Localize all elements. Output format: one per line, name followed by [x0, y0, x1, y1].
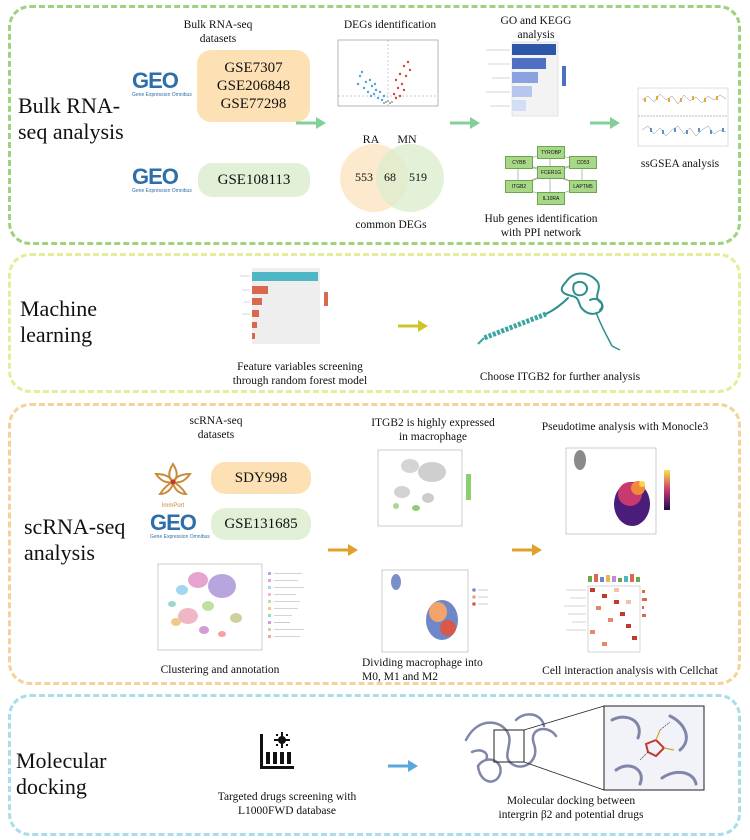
gene-itgb2: ITGB2: [505, 180, 533, 193]
gene-il10ra: IL10RA: [537, 192, 565, 205]
volcano-plot: [337, 39, 439, 107]
docking-label: Molecular docking between intergrin β2 a…: [498, 795, 644, 821]
bulk-datasets-pill: GSE7307 GSE206848 GSE77298: [197, 50, 310, 122]
immport-logo: [154, 462, 192, 496]
dataset-gse77298: GSE77298: [220, 96, 287, 112]
arrow-right-icon: [388, 760, 418, 772]
go-kegg-barplot: [486, 41, 566, 117]
bulk-title: Bulk RNA-seq analysis: [18, 93, 124, 144]
pseudotime-label: Pseudotime analysis with Monocle3: [541, 421, 709, 433]
drug-screening-label: Targeted drugs screening with L1000FWD d…: [217, 791, 357, 817]
itgb2-feature-umap: [377, 449, 471, 527]
venn-right-only: 519: [409, 170, 427, 184]
dividing-macrophage-label: Dividing macrophage into M0, M1 and M2: [362, 657, 483, 683]
choose-itgb2-label: Choose ITGB2 for further analysis: [479, 371, 641, 383]
ssgsea-label: ssGSEA analysis: [640, 158, 720, 170]
common-degs-label: common DEGs: [355, 219, 427, 231]
geo-logo-1: GEO Gene Expression Omnibus: [132, 68, 192, 99]
dataset-gse7307: GSE7307: [224, 60, 283, 76]
arrow-right-icon: [398, 320, 428, 332]
rf-label: Feature variables screening through rand…: [232, 361, 368, 387]
gene-fcer1g: FCER1G: [537, 166, 565, 179]
geo-logo-sub: Gene Expression Omnibus: [132, 188, 192, 194]
geo-logo-3: GEO Gene Expression Omnibus: [150, 510, 210, 541]
venn-diagram: [340, 144, 444, 212]
geo-logo-word: GEO: [150, 510, 197, 535]
cellchat-heatmap: [564, 574, 647, 653]
venn-left-only: 553: [355, 170, 373, 184]
bulk-datasets-label: Bulk RNA-seq datasets: [183, 19, 253, 45]
sc-datasets-label: scRNA-seq datasets: [189, 415, 243, 441]
dataset-gse131685-pill: GSE131685: [211, 508, 311, 540]
arrow-right-icon: [512, 544, 542, 556]
dataset-sdy998-pill: SDY998: [211, 462, 311, 494]
random-forest-plot: [240, 268, 328, 344]
md-title: Molecular docking: [16, 748, 107, 799]
geo-logo-2: GEO Gene Expression Omnibus: [132, 164, 192, 195]
arrow-right-icon: [590, 117, 620, 129]
geo-logo-word: GEO: [132, 68, 179, 93]
hub-genes-label: Hub genes identification with PPI networ…: [484, 213, 598, 239]
pseudotime-umap: [565, 447, 670, 535]
macrophage-subtype-umap: [381, 569, 488, 653]
bulk-rnaseq-panel: [8, 5, 741, 245]
cellchat-label: Cell interaction analysis with Cellchat: [542, 665, 718, 677]
arrow-right-icon: [296, 117, 326, 129]
geo-logo-word: GEO: [132, 164, 179, 189]
go-kegg-label: GO and KEGG analysis: [500, 15, 572, 41]
machine-learning-panel: [8, 253, 741, 393]
venn-overlap: 68: [384, 170, 396, 184]
scrnaseq-panel: [8, 403, 741, 685]
geo-logo-sub: Gene Expression Omnibus: [150, 534, 210, 540]
docking-structure: [464, 705, 705, 791]
clustering-umap: [157, 563, 304, 651]
itgb2-expression-label: ITGB2 is highly expressed in macrophage: [371, 417, 495, 443]
gene-cd53: CD53: [569, 156, 597, 169]
dataset-gse206848: GSE206848: [216, 78, 291, 94]
sc-title: scRNA-seq analysis: [24, 514, 126, 565]
venn-right-label: MN: [397, 132, 417, 146]
venn-left-label: RA: [362, 132, 380, 146]
degs-label: DEGs identification: [343, 19, 437, 31]
gene-tyrobp: TYROBP: [537, 146, 565, 159]
geo-logo-sub: Gene Expression Omnibus: [132, 92, 192, 98]
molecular-docking-panel: [8, 694, 741, 836]
arrow-right-icon: [450, 117, 480, 129]
drug-screening-icon: [260, 732, 294, 769]
gene-cybb: CYBB: [505, 156, 533, 169]
clustering-label: Clustering and annotation: [160, 664, 280, 676]
dataset-gse108113-pill: GSE108113: [198, 163, 310, 197]
arrow-right-icon: [328, 544, 358, 556]
immport-logo-word: ImmPort: [161, 503, 185, 509]
ssgsea-plot: [637, 87, 729, 147]
itgb2-protein-structure: [477, 272, 621, 351]
gene-laptm5: LAPTM5: [569, 180, 597, 193]
ml-title: Machine learning: [20, 296, 97, 347]
